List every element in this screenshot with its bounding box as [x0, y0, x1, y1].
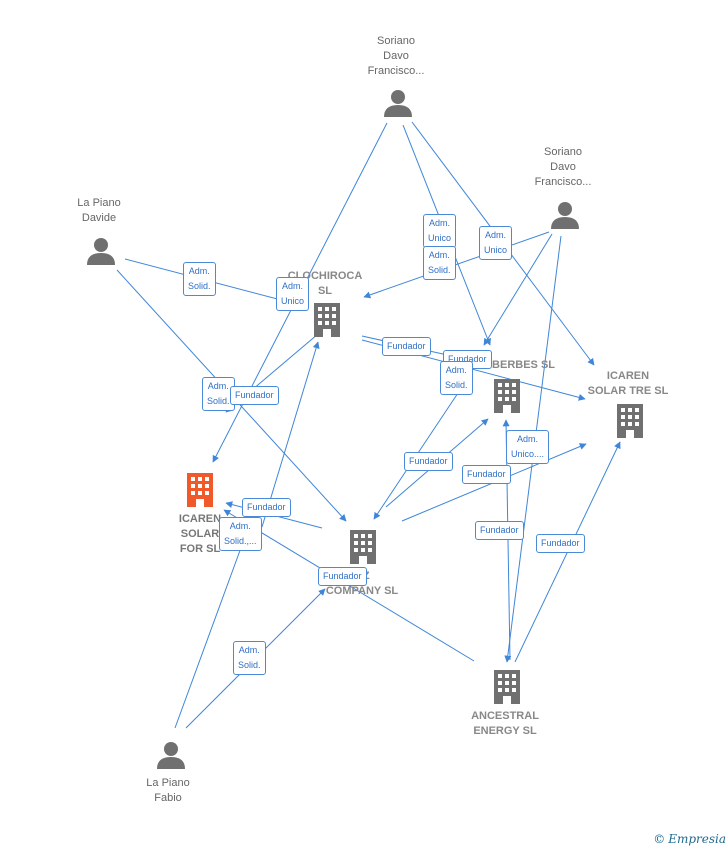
node-label-icaren-for[interactable]: ICAREN SOLAR FOR SL — [178, 513, 222, 555]
edge-label[interactable]: Adm. Unico — [479, 226, 513, 260]
user-icon — [87, 238, 115, 265]
building-icon — [494, 379, 520, 413]
user-icon — [551, 202, 579, 229]
node-label-la-piano-davide[interactable]: La Piano Davide — [77, 197, 121, 224]
edge-label[interactable]: Fundador — [318, 567, 367, 586]
edge-label[interactable]: Fundador — [404, 452, 453, 471]
edge-line — [483, 233, 553, 346]
edge-label[interactable]: Adm. Solid.,... — [219, 517, 262, 551]
node-label-soriano-2[interactable]: Soriano Davo Francisco... — [534, 146, 592, 188]
node-label-soriano-1[interactable]: Soriano Davo Francisco... — [367, 35, 425, 77]
building-icon — [350, 530, 376, 564]
user-icon — [157, 742, 185, 769]
edge-label[interactable]: Adm. Unico — [423, 214, 457, 248]
edge-label[interactable]: Adm. Unico — [276, 277, 310, 311]
node-label-la-piano-fabio[interactable]: La Piano Fabio — [146, 777, 190, 804]
edge-label[interactable]: Adm. Unico.... — [506, 430, 550, 464]
edge-line — [261, 341, 320, 528]
building-icon — [617, 404, 643, 438]
edge-label[interactable]: Fundador — [242, 498, 291, 517]
edge-label[interactable]: Adm. Solid. — [440, 361, 473, 395]
user-icon — [384, 90, 412, 117]
edge-label[interactable]: Fundador — [536, 534, 585, 553]
edge-label[interactable]: Adm. Solid. — [423, 246, 456, 280]
copyright-icon: © — [653, 832, 666, 846]
edges — [116, 121, 621, 729]
node-label-iberbes[interactable]: IBERBES SL — [488, 359, 555, 371]
edge-label[interactable]: Fundador — [230, 386, 279, 405]
edge-label[interactable]: Fundador — [462, 465, 511, 484]
brand-name: Empresia — [668, 832, 726, 846]
edge-label[interactable]: Adm. Solid. — [202, 377, 235, 411]
edge-label[interactable]: Fundador — [475, 521, 524, 540]
building-icon — [314, 303, 340, 337]
node-label-ancestral[interactable]: ANCESTRAL ENERGY SL — [471, 710, 539, 737]
node-label-icaren-tre[interactable]: ICAREN SOLAR TRE SL — [587, 370, 669, 397]
edge-label[interactable]: Adm. Solid. — [233, 641, 266, 675]
building-icon-main — [187, 473, 213, 507]
edge-line — [174, 544, 243, 729]
edge-line — [363, 231, 550, 299]
edge-label[interactable]: Adm. Solid. — [183, 262, 216, 296]
building-icon — [494, 670, 520, 704]
edge-label[interactable]: Fundador — [382, 337, 431, 356]
brand-logo[interactable]: ©Empresia — [653, 832, 726, 846]
